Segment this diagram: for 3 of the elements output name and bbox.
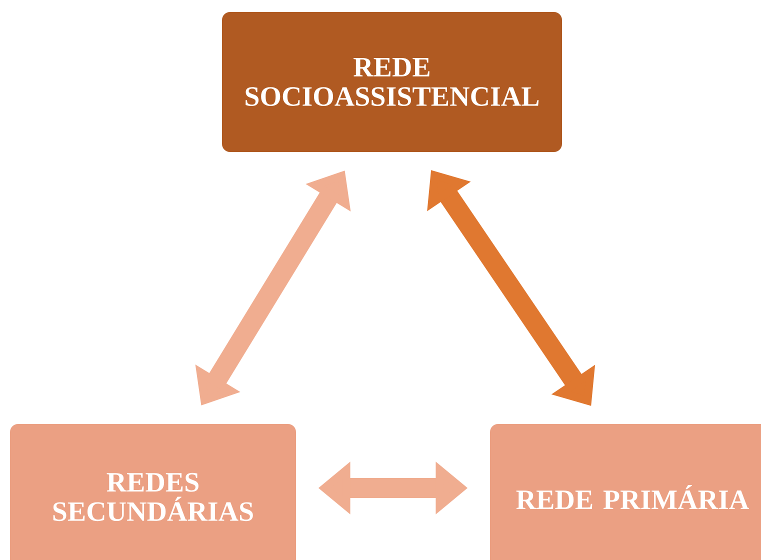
- process-box: REDE SOCIOASSISTENCIAL: [222, 12, 562, 152]
- process-box: REDE PRIMÁRIA: [490, 424, 761, 560]
- process-box: REDES SECUNDÁRIAS: [10, 424, 296, 560]
